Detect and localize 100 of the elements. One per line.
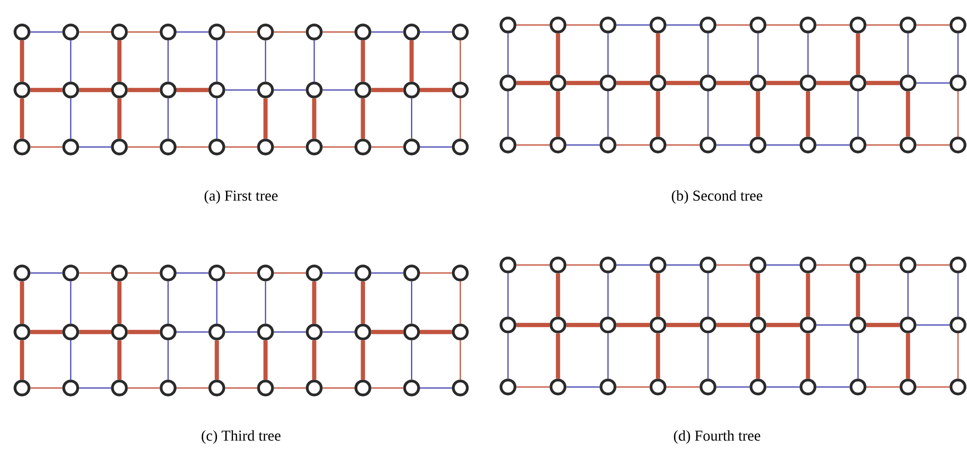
edge-line [314, 40, 315, 82]
vertex-circle [500, 16, 516, 34]
edge-line [176, 31, 208, 33]
vertex-circle [14, 138, 30, 156]
vertex-circle [550, 136, 566, 154]
edge-line [766, 144, 800, 146]
edge-line [616, 322, 650, 328]
edge-line [957, 33, 959, 75]
edge-line [916, 264, 950, 266]
edge-line [757, 33, 759, 75]
edge-line [816, 24, 850, 26]
edge-line [322, 387, 354, 389]
edge-line [766, 386, 800, 388]
edge-line [168, 281, 169, 324]
vertex-circle [500, 378, 516, 396]
vertex-circle [452, 82, 469, 98]
edge-line [30, 88, 62, 92]
caption: (c) Third tree [202, 430, 280, 444]
edge-line [806, 333, 810, 379]
edge-line [856, 273, 860, 317]
edge-line [957, 91, 959, 137]
vertex-circle [900, 316, 916, 334]
vertex-circle [700, 136, 716, 154]
vertex-circle [900, 256, 916, 274]
vertex-circle [208, 24, 226, 40]
edge-line [566, 264, 600, 266]
edge-line [30, 146, 62, 148]
edge-line [666, 24, 700, 26]
edge-line [410, 40, 414, 82]
edge-line [716, 264, 750, 266]
vertex-circle [550, 378, 566, 396]
vertex-circle [160, 138, 177, 156]
vertex-circle [800, 256, 816, 274]
edge-line [360, 281, 366, 324]
vertex-circle [306, 264, 323, 282]
vertex-circle [750, 74, 766, 92]
edge-line [216, 40, 218, 82]
caption: (a) First tree [204, 190, 278, 204]
edge-line [79, 31, 112, 33]
vertex-circle [160, 264, 177, 282]
edge-line [79, 146, 112, 148]
vertex-circle [208, 138, 226, 156]
vertex-circle [600, 316, 616, 334]
edge-line [322, 331, 354, 333]
edge-line [707, 273, 709, 317]
edge-line [70, 40, 72, 82]
edge-line [866, 24, 900, 26]
vertex-circle [257, 264, 274, 282]
vertex-circle [600, 136, 616, 154]
vertex-circle [111, 380, 128, 396]
edge-line [176, 88, 208, 92]
edge-line [176, 146, 208, 148]
edge-line [371, 146, 404, 148]
edge-line [616, 386, 650, 388]
edge-line [30, 272, 62, 274]
edge-line [460, 98, 461, 139]
vertex-circle [700, 316, 716, 334]
edge-line [411, 281, 412, 324]
edge-line [371, 272, 404, 274]
edge-line [666, 80, 700, 86]
edge-line [117, 281, 122, 324]
edge-line [616, 80, 650, 86]
vertex-circle [306, 24, 323, 40]
vertex-circle [354, 264, 372, 282]
edge-line [168, 40, 169, 82]
edge-line [656, 33, 660, 75]
vertex-circle [700, 256, 716, 274]
edge-line [79, 387, 112, 389]
vertex-circle [800, 74, 816, 92]
vertex-circle [550, 74, 566, 92]
edge-line [716, 386, 750, 388]
vertex-circle [403, 380, 420, 396]
caption: (d) Fourth tree [674, 430, 760, 444]
edge-line [274, 272, 306, 274]
edge-line [30, 387, 62, 389]
edge-line [420, 272, 452, 274]
vertex-circle [14, 380, 30, 396]
vertex-circle [452, 380, 469, 396]
edge-line [128, 330, 160, 334]
vertex-circle [62, 264, 80, 282]
vertex-circle [550, 316, 566, 334]
vertex-circle [160, 380, 177, 396]
edge-line [816, 264, 850, 266]
edge-line [460, 40, 461, 82]
edge-line [70, 340, 72, 380]
vertex-circle [950, 74, 966, 92]
edge-line [70, 98, 72, 139]
vertex-circle [750, 136, 766, 154]
edge-line [866, 386, 900, 388]
vertex-circle [600, 16, 616, 34]
edge-line [857, 333, 859, 379]
edge-line [411, 98, 412, 139]
edge-line [225, 272, 258, 274]
edge-line [516, 264, 550, 266]
edge-line [756, 273, 760, 317]
vertex-circle [650, 378, 666, 396]
edge-line [264, 281, 266, 324]
vertex-circle [160, 82, 177, 98]
edge-line [716, 80, 750, 86]
vertex-circle [900, 136, 916, 154]
